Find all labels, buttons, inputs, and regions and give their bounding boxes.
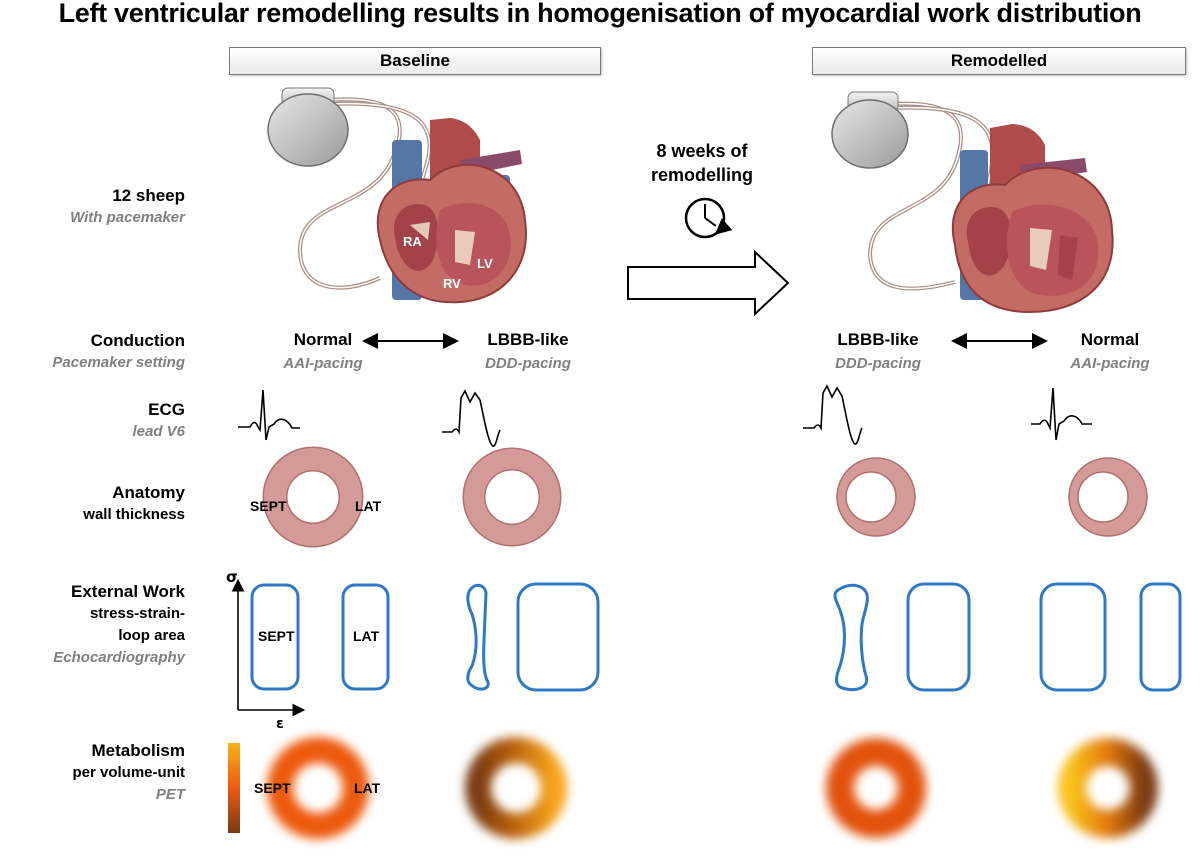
ecg-label: ECG <box>148 400 185 419</box>
subjects-sublabel: With pacemaker <box>70 209 185 226</box>
loop-sept-label: SEPT <box>258 628 295 644</box>
baseline-normal-pacing: AAI-pacing <box>283 355 363 372</box>
row-label-metabolism: Metabolism per volume-unit PET <box>72 740 185 806</box>
pet-ring-baseline-lbbb <box>465 737 567 839</box>
row-label-work: External Work stress-strain- loop area E… <box>53 581 185 669</box>
baseline-lbbb-pacing: DDD-pacing <box>485 355 571 372</box>
lv-label: LV <box>477 256 493 271</box>
row-label-ecg: ECG lead V6 <box>132 399 185 443</box>
work-sublabel-3: Echocardiography <box>53 649 185 666</box>
baseline-header-label: Baseline <box>380 51 450 70</box>
remodelled-lbbb-label: LBBB-like <box>837 330 919 349</box>
anatomy-lat-label: LAT <box>355 498 382 514</box>
work-label: External Work <box>70 582 185 601</box>
clock-icon <box>684 197 733 239</box>
remodelled-header: Remodelled <box>812 47 1186 75</box>
work-sublabel-1: stress-strain- <box>89 605 185 622</box>
loop-baseline-lbbb-sept <box>466 583 490 691</box>
subjects-label: 12 sheep <box>112 186 185 205</box>
baseline-normal-label: Normal <box>293 330 353 349</box>
anatomy-sept-label: SEPT <box>250 498 287 514</box>
pet-color-scale <box>228 743 240 833</box>
ecg-remodelled-normal <box>1031 387 1092 441</box>
baseline-lbbb-label: LBBB-like <box>487 330 569 349</box>
loop-baseline-lbbb-lat <box>516 582 600 692</box>
anatomy-ring-remodelled-normal <box>1068 457 1148 537</box>
strain-axis-label: ε <box>276 716 284 732</box>
remodelled-normal-label: Normal <box>1080 330 1140 349</box>
rv-label: RV <box>443 276 461 291</box>
ecg-baseline-normal <box>238 389 300 441</box>
loop-remodelled-normal-lat <box>1139 582 1182 692</box>
pet-ring-baseline-normal <box>267 737 369 839</box>
loop-remodelled-lbbb-sept <box>833 583 869 691</box>
remodelling-text-line1: 8 weeks of <box>656 141 748 161</box>
work-sublabel-2: loop area <box>118 627 185 644</box>
anatomy-ring-baseline-lbbb <box>462 447 562 547</box>
remodelled-header-label: Remodelled <box>950 51 1048 70</box>
stress-strain-axes: σ ε <box>226 568 306 732</box>
baseline-header: Baseline <box>229 47 601 75</box>
baseline-heart-illustration: RA RV LV <box>267 87 527 304</box>
remodelled-normal-pacing: AAI-pacing <box>1070 355 1150 372</box>
remodelling-text-line2: remodelling <box>650 165 753 185</box>
loop-remodelled-lbbb-lat <box>906 582 971 692</box>
pet-ring-remodelled-normal <box>1058 738 1158 838</box>
anatomy-label: Anatomy <box>112 483 185 502</box>
pet-ring-remodelled-lbbb <box>826 738 926 838</box>
pet-lat-label: LAT <box>354 780 381 796</box>
conduction-sublabel: Pacemaker setting <box>52 354 185 371</box>
ecg-sublabel: lead V6 <box>132 423 185 440</box>
metabolism-sublabel-2: PET <box>155 786 185 803</box>
remodelling-text: 8 weeks of remodelling <box>622 139 782 187</box>
loop-remodelled-normal-sept <box>1039 582 1107 692</box>
ra-label: RA <box>403 234 422 249</box>
anatomy-sublabel: wall thickness <box>83 506 185 523</box>
row-label-anatomy: Anatomy wall thickness <box>83 482 185 526</box>
ecg-remodelled-lbbb <box>803 384 863 445</box>
conduction-label: Conduction <box>90 331 185 350</box>
stress-axis-label: σ <box>226 568 238 586</box>
ecg-baseline-lbbb <box>442 389 501 447</box>
row-label-conduction: Conduction Pacemaker setting <box>52 330 185 374</box>
anatomy-ring-remodelled-lbbb <box>836 457 916 537</box>
loop-baseline-normal-lat <box>341 583 390 691</box>
pet-sept-label: SEPT <box>254 780 291 796</box>
metabolism-sublabel-1: per volume-unit <box>72 764 185 781</box>
remodelled-lbbb-pacing: DDD-pacing <box>835 355 921 372</box>
loop-lat-label: LAT <box>353 628 380 644</box>
remodelling-arrow <box>627 249 790 317</box>
row-label-subjects: 12 sheep With pacemaker <box>70 185 185 229</box>
anatomy-ring-baseline-normal <box>262 446 364 548</box>
remodelled-heart-illustration <box>831 91 1114 314</box>
page-title: Left ventricular remodelling results in … <box>58 0 1142 28</box>
metabolism-label: Metabolism <box>91 741 185 760</box>
loop-baseline-normal-sept <box>250 583 300 691</box>
